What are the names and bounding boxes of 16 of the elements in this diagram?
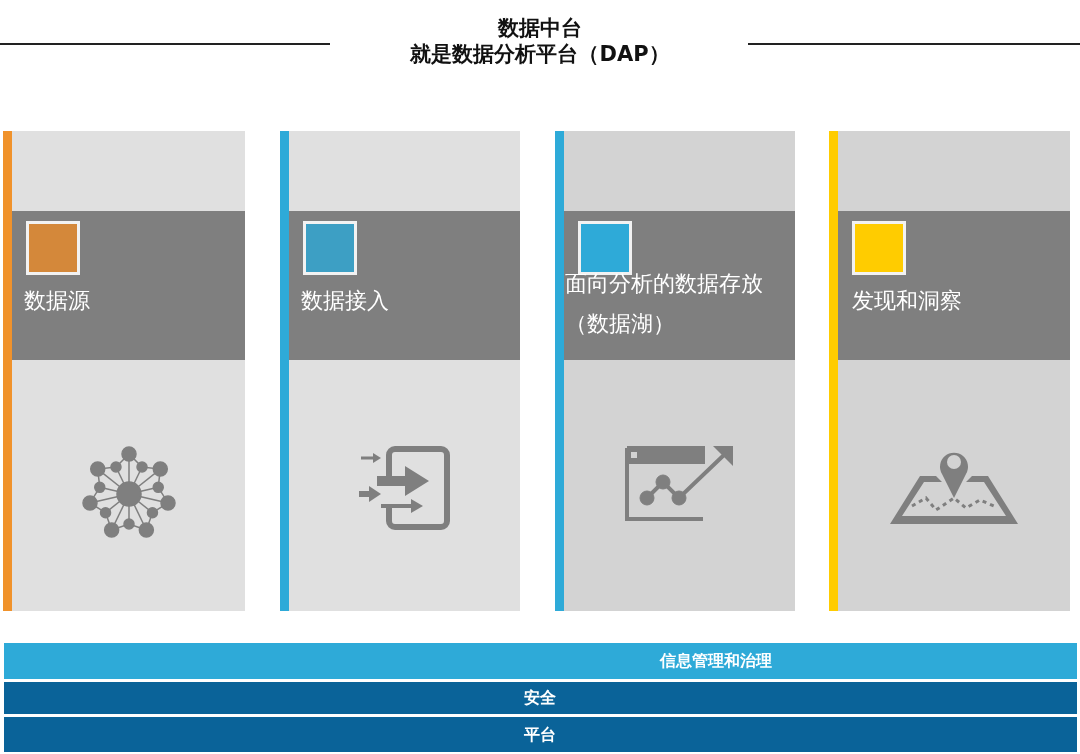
column-card bbox=[555, 131, 795, 611]
card-heading: 数据源 bbox=[24, 287, 91, 315]
card-heading: 发现和洞察 bbox=[852, 287, 963, 315]
subtitle: 就是数据分析平台（DAP） bbox=[409, 41, 671, 68]
bar-label: 安全 bbox=[524, 687, 556, 709]
layer-bar bbox=[4, 717, 1077, 752]
column-card bbox=[280, 131, 520, 611]
column-card bbox=[3, 131, 245, 611]
bar-label: 平台 bbox=[524, 724, 556, 745]
layer-bar bbox=[4, 682, 1077, 714]
layer-bar bbox=[4, 643, 1077, 679]
title: 数据中台 bbox=[496, 15, 583, 42]
card-heading: 数据接入 bbox=[301, 287, 390, 315]
card-heading: 面向分析的数据存放（数据湖） bbox=[565, 270, 764, 338]
column-card bbox=[829, 131, 1070, 611]
bar-label: 信息管理和治理 bbox=[660, 650, 772, 672]
